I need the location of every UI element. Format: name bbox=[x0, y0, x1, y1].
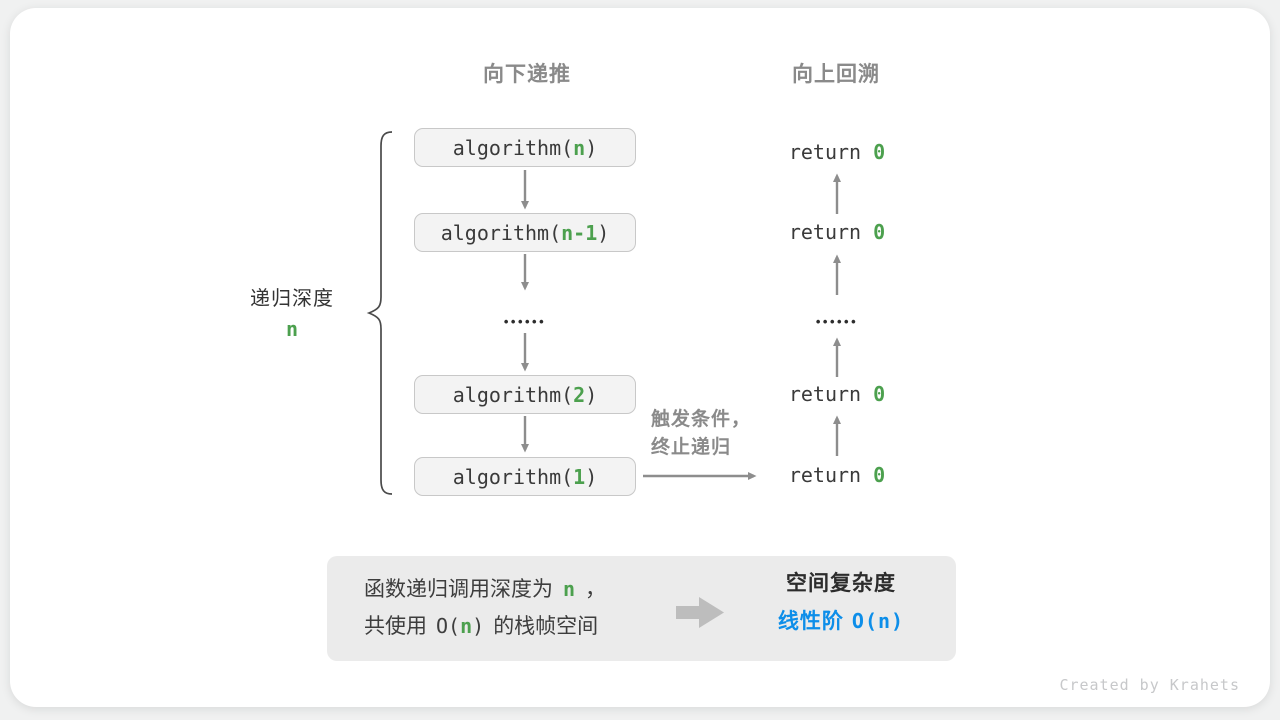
call-box-1: algorithm(1) bbox=[414, 457, 636, 496]
summary-line1-var: n bbox=[563, 577, 576, 601]
return-keyword: return bbox=[788, 140, 862, 164]
summary-line1-text: 函数递归调用深度为 bbox=[364, 578, 553, 601]
ellipsis-left: •••••• bbox=[503, 314, 547, 329]
call-arg: n bbox=[573, 135, 586, 160]
call-close: ) bbox=[585, 135, 598, 160]
header-upward-backtrack: 向上回溯 bbox=[792, 63, 880, 86]
implies-arrow-icon bbox=[676, 597, 724, 628]
header-downward-recursion: 向下递推 bbox=[483, 63, 571, 86]
big-o-var: n bbox=[460, 614, 473, 638]
call-fn: algorithm( bbox=[452, 464, 574, 489]
call-close: ) bbox=[597, 220, 610, 245]
call-arg: 1 bbox=[573, 464, 586, 489]
base-case-note-line1: 触发条件， bbox=[651, 409, 752, 430]
call-box-n-1: algorithm(n-1) bbox=[414, 213, 636, 252]
summary-line2: 共使用 O(n) 的栈帧空间 bbox=[364, 608, 606, 645]
return-keyword: return bbox=[788, 382, 862, 406]
call-fn: algorithm( bbox=[440, 220, 562, 245]
base-case-note-line2: 终止递归 bbox=[651, 437, 732, 458]
call-arg: n-1 bbox=[561, 220, 598, 245]
summary-big-o: O(n) bbox=[436, 614, 484, 638]
space-complexity-title: 空间复杂度 bbox=[786, 572, 896, 595]
base-case-note: 触发条件， 终止递归 bbox=[651, 406, 751, 462]
watermark: Created by Krahets bbox=[1059, 676, 1240, 694]
return-row-3: return 0 bbox=[737, 381, 937, 407]
space-complexity-result: 线性阶 O(n) bbox=[741, 607, 941, 636]
call-close: ) bbox=[585, 464, 598, 489]
call-arg: 2 bbox=[573, 382, 586, 407]
return-value: 0 bbox=[873, 463, 886, 487]
return-row-1: return 0 bbox=[737, 139, 937, 165]
summary-conclusion: 空间复杂度 线性阶 O(n) bbox=[741, 569, 941, 636]
call-close: ) bbox=[585, 382, 598, 407]
summary-line2-text: 共使用 bbox=[364, 615, 427, 638]
result-order-label: 线性阶 bbox=[777, 610, 844, 633]
return-value: 0 bbox=[873, 382, 886, 406]
result-big-o: O(n) bbox=[851, 609, 905, 633]
return-keyword: return bbox=[788, 463, 862, 487]
call-fn: algorithm( bbox=[452, 382, 574, 407]
ellipsis-right: •••••• bbox=[815, 314, 859, 329]
return-value: 0 bbox=[873, 220, 886, 244]
summary-line1-comma: ， bbox=[585, 578, 607, 601]
call-box-n: algorithm(n) bbox=[414, 128, 636, 167]
return-keyword: return bbox=[788, 220, 862, 244]
big-o-close: ) bbox=[472, 614, 485, 638]
return-row-2: return 0 bbox=[737, 219, 937, 245]
recursion-depth-label: 递归深度 bbox=[250, 288, 334, 310]
recursion-depth-var: n bbox=[285, 317, 299, 341]
call-fn: algorithm( bbox=[452, 135, 574, 160]
call-box-2: algorithm(2) bbox=[414, 375, 636, 414]
return-value: 0 bbox=[873, 140, 886, 164]
depth-brace bbox=[366, 131, 393, 495]
summary-line1: 函数递归调用深度为 n ， bbox=[364, 571, 606, 608]
summary-line2-tail: 的栈帧空间 bbox=[493, 615, 599, 638]
big-o-open: O( bbox=[436, 614, 461, 638]
return-row-4: return 0 bbox=[737, 462, 937, 488]
